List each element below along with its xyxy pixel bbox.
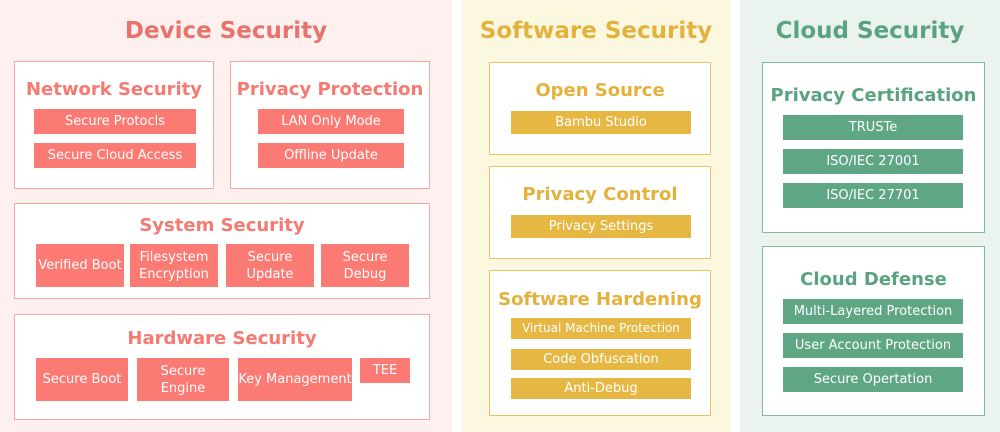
cloud-defense-box: Cloud Defense Multi-Layered Protection U… [762,246,985,416]
box-title: Cloud Defense [800,269,947,290]
item-chip: ISO/IEC 27701 [783,183,963,208]
item-chip: Secure Cloud Access [34,143,196,168]
box-title: Hardware Security [127,328,317,349]
item-chip: Verified Boot [36,244,124,287]
item-chip: Offline Update [258,143,404,168]
item-chip: Privacy Settings [511,215,691,238]
item-chip: TEE [360,358,410,383]
item-chip: Anti-Debug [511,378,691,399]
item-chip: Secure Update [226,244,314,287]
item-chip: Secure Boot [36,358,128,401]
open-source-box: Open Source Bambu Studio [489,62,711,155]
item-chip: Secure Engine [137,358,229,401]
panel-title: Device Security [124,18,328,44]
panel-title: Cloud Security [775,18,965,44]
privacy-protection-box: Privacy Protection LAN Only Mode Offline… [230,61,430,189]
box-title: Open Source [535,80,665,101]
item-chip: Secure Debug [321,244,409,287]
privacy-control-box: Privacy Control Privacy Settings [489,166,711,259]
item-chip: Code Obfuscation [511,349,691,370]
item-chip: Secure Protocls [34,109,196,134]
cloud-security-panel: Cloud Security Privacy Certification TRU… [740,0,1000,432]
item-chip: ISO/IEC 27001 [783,149,963,174]
box-title: Network Security [25,79,203,100]
device-security-panel: Device Security Network Security Secure … [0,0,452,432]
item-chip: Key Management [238,358,352,401]
item-chip: Filesystem Encryption [130,244,218,287]
item-chip: Multi-Layered Protection [783,299,963,324]
software-security-panel: Software Security Open Source Bambu Stud… [462,0,730,432]
box-title: Privacy Certification [770,85,977,106]
box-title: System Security [139,215,305,236]
software-hardening-box: Software Hardening Virtual Machine Prote… [489,270,711,416]
box-title: Privacy Protection [236,79,424,100]
item-chip: Secure Opertation [783,367,963,392]
box-title: Privacy Control [522,184,678,205]
panel-title: Software Security [479,18,713,44]
item-chip: LAN Only Mode [258,109,404,134]
system-security-box: System Security Verified Boot Filesystem… [14,203,430,299]
item-chip: Bambu Studio [511,111,691,134]
hardware-security-box: Hardware Security Secure Boot Secure Eng… [14,314,430,420]
box-title: Software Hardening [498,289,702,310]
item-chip: User Account Protection [783,333,963,358]
item-chip: TRUSTe [783,115,963,140]
item-chip: Virtual Machine Protection [511,318,691,339]
network-security-box: Network Security Secure Protocls Secure … [14,61,214,189]
privacy-certification-box: Privacy Certification TRUSTe ISO/IEC 270… [762,62,985,233]
